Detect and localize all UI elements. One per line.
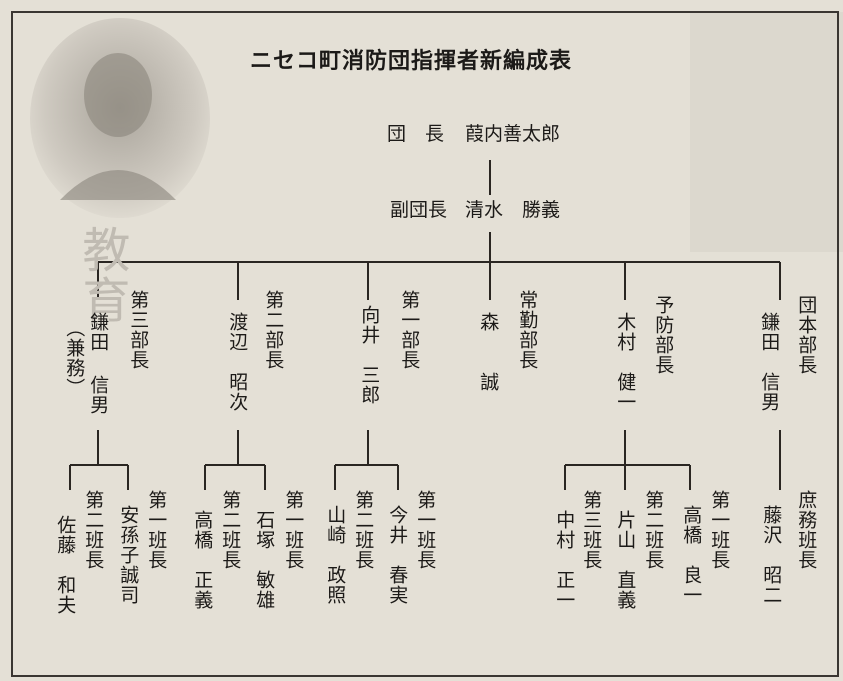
branch-name: 鎌田 信男 <box>758 312 781 412</box>
squad-role: 第二班長 <box>219 490 242 570</box>
head-name: 葭内善太郎 <box>465 123 561 145</box>
deputy-name: 清水 勝義 <box>465 199 561 221</box>
branch-name: 森 誠 <box>477 312 500 392</box>
branch-name: 鎌田 信男 <box>87 312 110 415</box>
branch-role: 第二部長 <box>262 290 285 370</box>
squad-role: 庶務班長 <box>795 490 818 570</box>
background-side-text: 教育 <box>70 225 132 325</box>
squad-name: 片山 直義 <box>614 510 637 610</box>
deputy-role: 副団長 <box>390 199 448 221</box>
side-char-1: 教 <box>73 225 130 275</box>
right-column-band <box>690 12 843 252</box>
branch-role: 第一部長 <box>398 290 421 370</box>
squad-role: 第二班長 <box>82 490 105 570</box>
squad-role: 第一班長 <box>708 490 731 570</box>
side-char-2: 育 <box>73 275 130 325</box>
squad-role: 第一班長 <box>414 490 437 570</box>
squad-role: 第一班長 <box>282 490 305 570</box>
squad-role: 第三班長 <box>580 490 603 570</box>
chart-frame <box>11 11 839 677</box>
branch-note: （兼務） <box>63 318 86 398</box>
head-role: 団 長 <box>387 123 445 145</box>
squad-name: 今井 春実 <box>386 505 409 605</box>
chart-title: ニセコ町消防団指揮者新編成表 <box>250 49 573 74</box>
branch-name: 木村 健一 <box>614 312 637 412</box>
connector-lines <box>69 160 781 490</box>
branch-role: 第三部長 <box>127 290 150 370</box>
squad-role: 第一班長 <box>145 490 168 570</box>
squad-name: 藤沢 昭二 <box>760 505 783 605</box>
squad-name: 山崎 政照 <box>324 505 347 605</box>
squad-name: 中村 正一 <box>553 510 576 610</box>
portrait-silhouette <box>60 53 176 200</box>
branch-name: 渡辺 昭次 <box>226 312 249 412</box>
squad-name: 高橋 正義 <box>191 510 214 610</box>
squad-name: 安孫子誠司 <box>117 505 140 605</box>
branch-role: 団本部長 <box>795 295 818 375</box>
squad-name: 高橋 良一 <box>680 505 703 605</box>
branch-name: 向井 三郎 <box>358 305 381 405</box>
squad-name: 佐藤 和夫 <box>54 515 77 615</box>
branch-role: 予防部長 <box>652 295 675 375</box>
squad-role: 第二班長 <box>642 490 665 570</box>
squad-name: 石塚 敏雄 <box>253 510 276 610</box>
squad-role: 第二班長 <box>352 490 375 570</box>
branch-role: 常勤部長 <box>516 290 539 370</box>
